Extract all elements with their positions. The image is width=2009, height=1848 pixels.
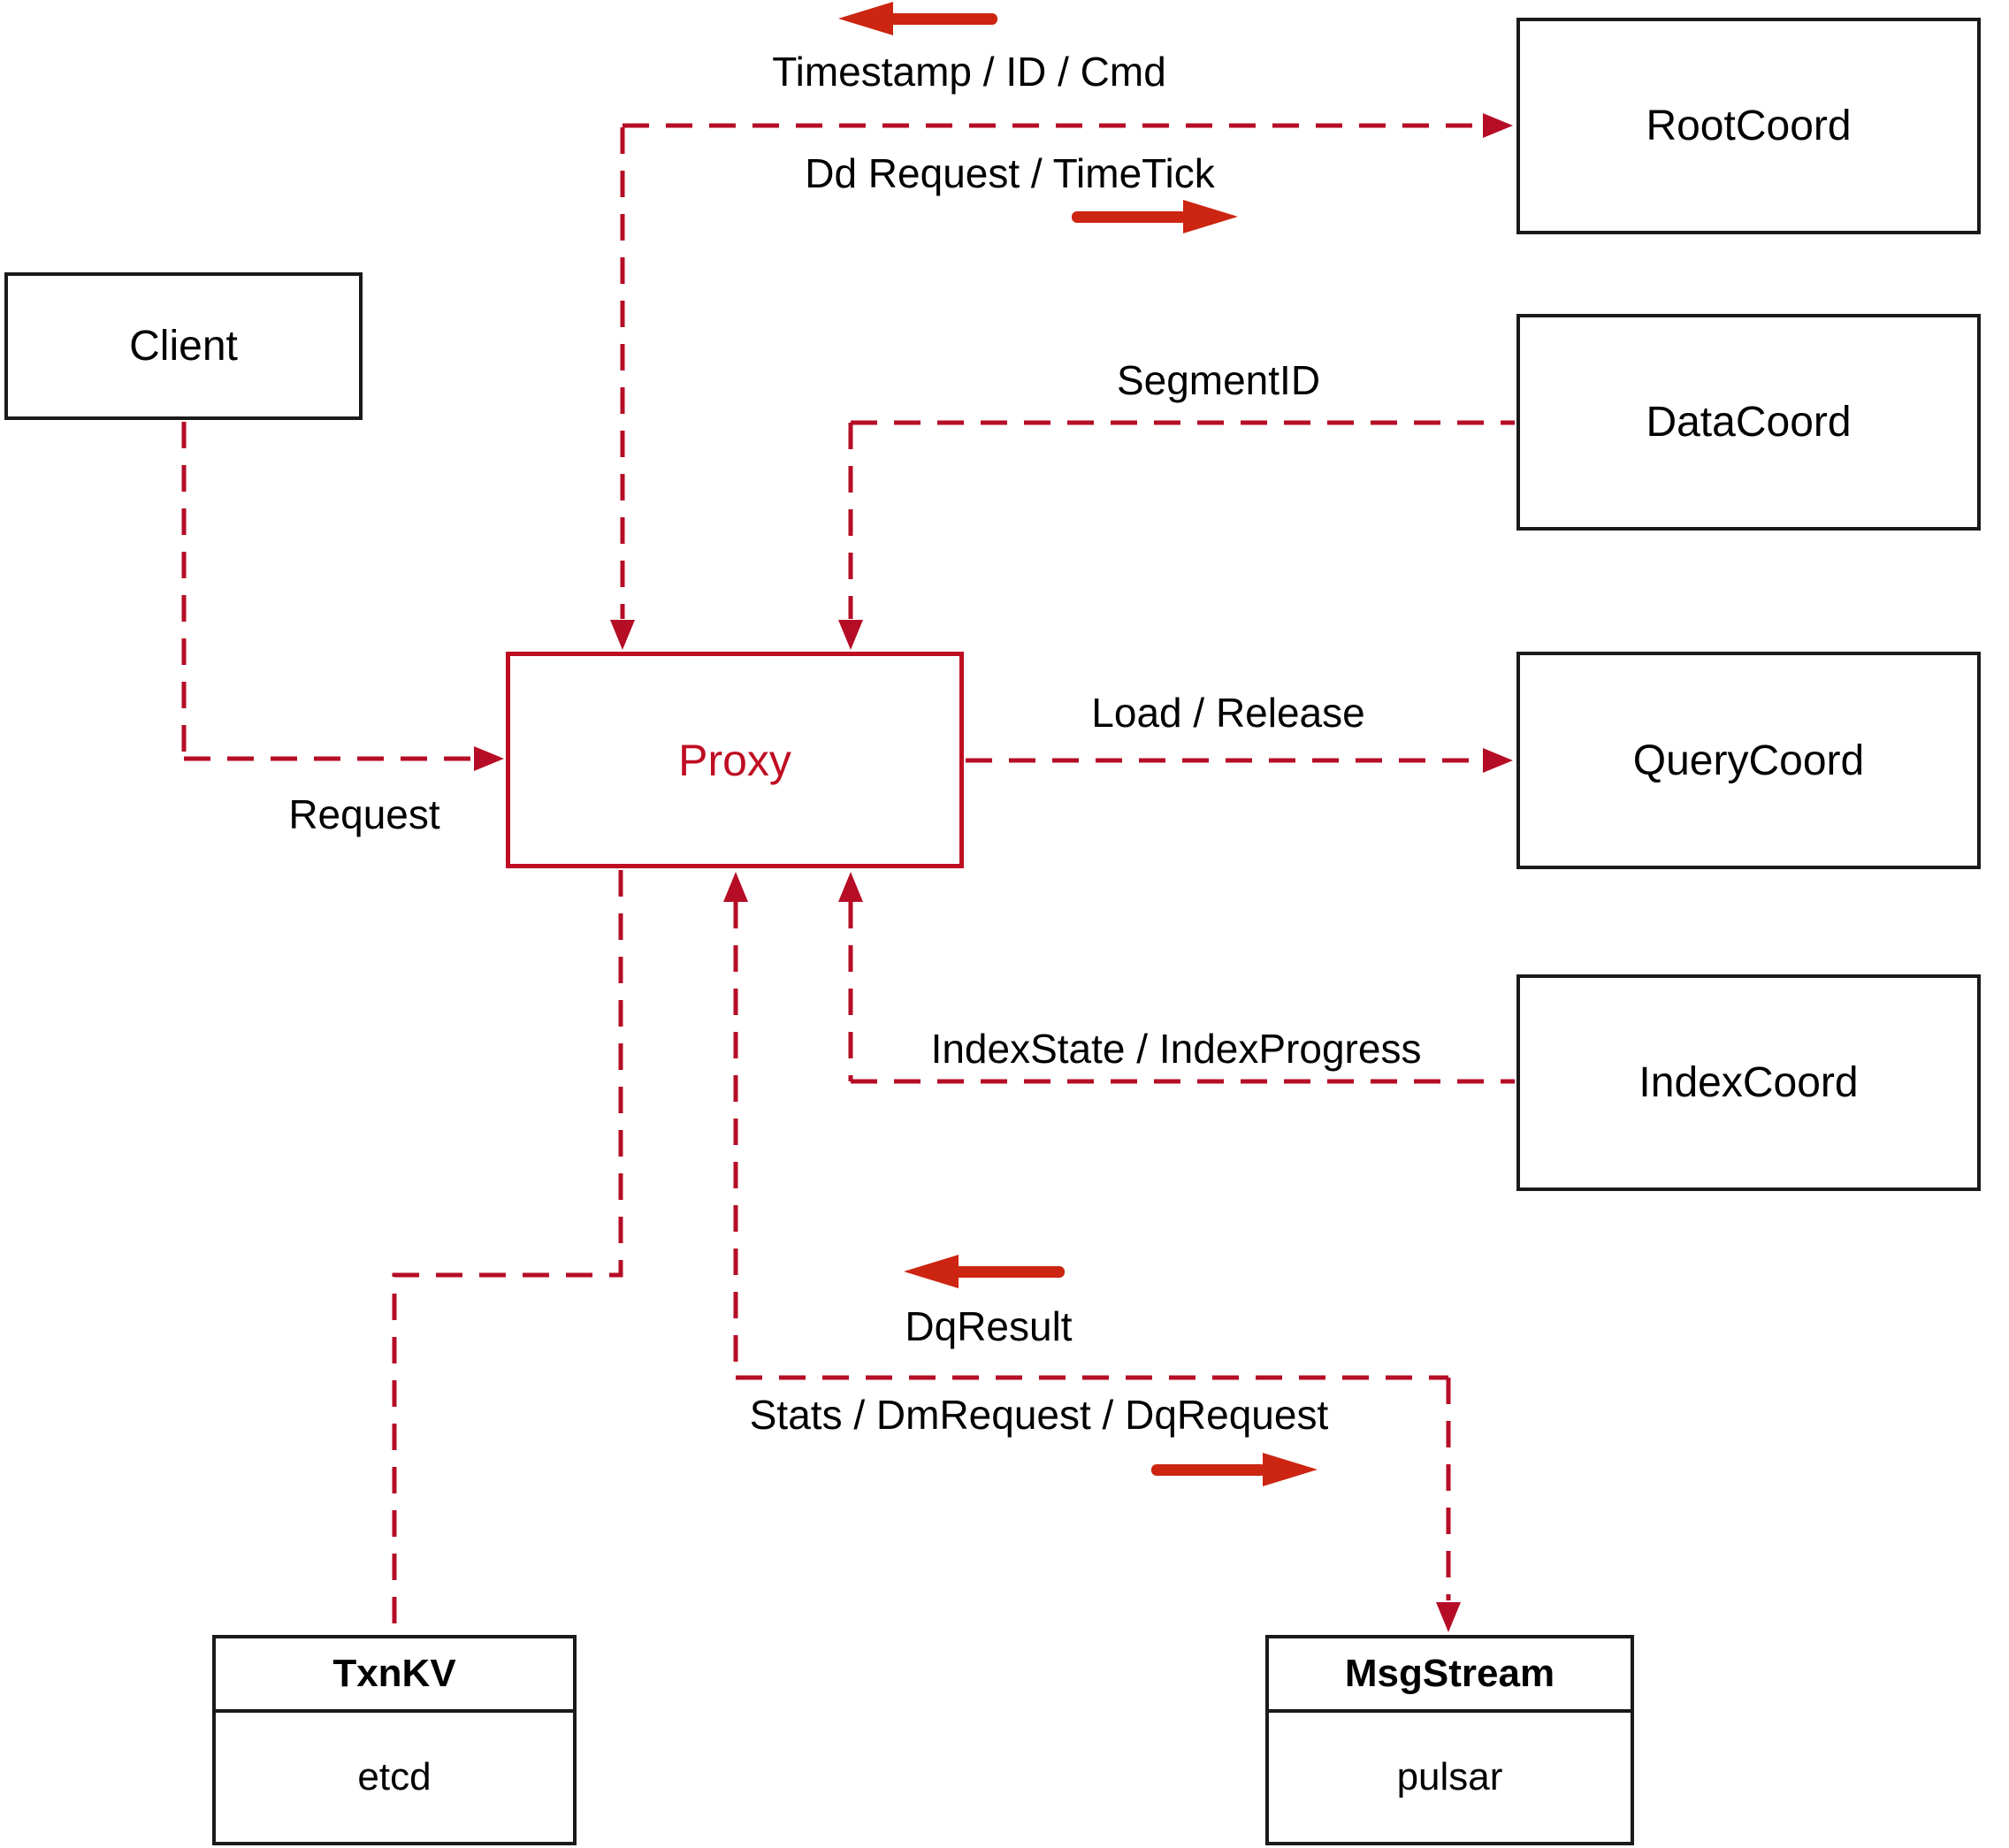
datacoord-box: DataCoord	[1516, 314, 1981, 531]
edge-label-stats-dm-dq: Stats / DmRequest / DqRequest	[749, 1392, 1329, 1438]
proxy-label: Proxy	[678, 735, 791, 785]
txnkv-body-label: etcd	[357, 1755, 432, 1798]
rootcoord-box: RootCoord	[1516, 18, 1981, 234]
right-direction-arrow-ddrequest-icon	[1072, 200, 1238, 233]
rootcoord-label: RootCoord	[1646, 103, 1852, 149]
arrowhead-down-into-msgstream-icon	[1436, 1602, 1461, 1632]
arrowhead-down-into-proxy-left-icon	[610, 620, 635, 650]
edge-label-segment-id: SegmentID	[1116, 357, 1321, 403]
indexcoord-box: IndexCoord	[1516, 974, 1981, 1191]
querycoord-label: QueryCoord	[1632, 737, 1865, 784]
arrowhead-up-into-proxy-middle-icon	[723, 872, 748, 902]
proxy-box: Proxy	[506, 652, 964, 868]
arrowhead-right-into-proxy-icon	[474, 746, 504, 771]
right-direction-arrow-stats-icon	[1151, 1453, 1318, 1486]
arrowhead-right-into-rootcoord-icon	[1483, 113, 1513, 138]
client-box: Client	[4, 272, 363, 420]
msgstream-body-label: pulsar	[1396, 1755, 1503, 1798]
querycoord-box: QueryCoord	[1516, 652, 1981, 869]
datacoord-label: DataCoord	[1646, 399, 1852, 446]
client-label: Client	[129, 323, 238, 370]
arrowhead-right-into-querycoord-icon	[1483, 748, 1513, 773]
edge-label-dd-request-timetick: Dd Request / TimeTick	[805, 150, 1215, 196]
edge-label-dq-result: DqResult	[905, 1303, 1073, 1349]
arrowhead-down-into-proxy-right-icon	[838, 620, 863, 650]
edge-proxy-txnkv	[392, 870, 623, 1633]
msgstream-box: MsgStream pulsar	[1265, 1635, 1634, 1845]
arrowhead-up-into-proxy-right-icon	[838, 872, 863, 902]
left-direction-arrow-timestamp-icon	[838, 2, 997, 35]
msgstream-title: MsgStream	[1269, 1638, 1631, 1713]
edge-label-timestamp-id-cmd: Timestamp / ID / Cmd	[772, 49, 1166, 95]
edge-label-load-release: Load / Release	[1091, 690, 1365, 736]
txnkv-box: TxnKV etcd	[212, 1635, 577, 1845]
edge-label-index-state-progress: IndexState / IndexProgress	[930, 1026, 1422, 1072]
txnkv-title: TxnKV	[216, 1638, 573, 1713]
indexcoord-label: IndexCoord	[1639, 1059, 1859, 1106]
edge-label-request: Request	[288, 791, 440, 837]
left-direction-arrow-dqresult-icon	[904, 1255, 1065, 1288]
